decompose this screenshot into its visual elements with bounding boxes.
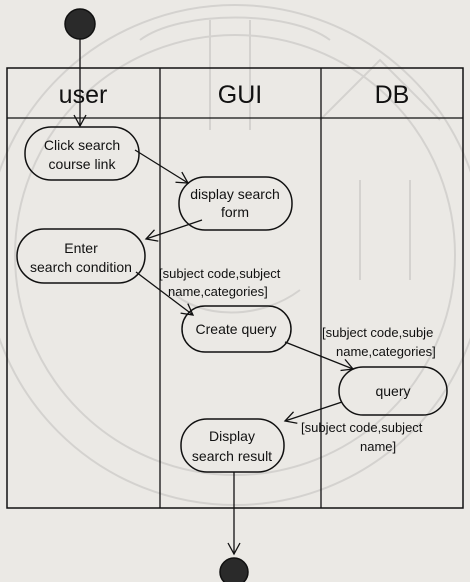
flow-enter-to-create <box>135 271 195 316</box>
lane-title-user: user <box>59 81 108 109</box>
activity-query-label: query <box>375 383 410 399</box>
result-params-line-2: name] <box>360 439 396 454</box>
activity-query: query <box>338 366 448 416</box>
lane-frame <box>6 67 464 509</box>
result-params-line-1: [subject code,subject <box>301 420 423 435</box>
watermark-seal <box>0 4 470 506</box>
activity-display-result-line-1: Display <box>209 428 255 444</box>
gui-params-line-2: name,categories] <box>168 284 268 299</box>
db-params-line-2: name,categories] <box>336 344 436 359</box>
flow-create-to-query <box>284 341 355 372</box>
swimlanes: user GUI DB <box>6 67 464 509</box>
activity-enter-condition: Enter search condition <box>16 228 146 284</box>
activity-enter-condition-line-2: search condition <box>30 259 132 275</box>
activity-click-search-line-1: Click search <box>44 137 120 153</box>
activity-create-query: Create query <box>181 305 292 353</box>
flows <box>73 39 355 556</box>
flow-form-to-enter <box>144 219 203 242</box>
activity-display-form-line-1: display search <box>190 186 280 202</box>
flow-query-to-result <box>283 401 343 424</box>
activity-create-query-label: Create query <box>196 321 277 337</box>
end-node <box>219 557 249 582</box>
object-flow-result-params: [subject code,subject name] <box>301 420 423 454</box>
db-params-line-1: [subject code,subje <box>322 325 433 340</box>
activity-display-result-line-2: search result <box>192 448 272 464</box>
lane-title-gui: GUI <box>218 81 262 109</box>
activity-click-search: Click search course link <box>24 126 140 181</box>
lane-title-db: DB <box>375 81 410 109</box>
activity-click-search-line-2: course link <box>49 156 117 172</box>
object-flow-gui-params: [subject code,subject name,categories] <box>159 266 281 299</box>
object-flow-db-params: [subject code,subje name,categories] <box>322 325 436 359</box>
activity-display-form-line-2: form <box>221 204 249 220</box>
activity-display-result: Display search result <box>180 418 285 473</box>
gui-params-line-1: [subject code,subject <box>159 266 281 281</box>
start-node <box>64 8 96 40</box>
activity-enter-condition-line-1: Enter <box>64 240 98 256</box>
activity-display-form: display search form <box>178 176 293 231</box>
flow-click-to-form <box>134 149 190 184</box>
